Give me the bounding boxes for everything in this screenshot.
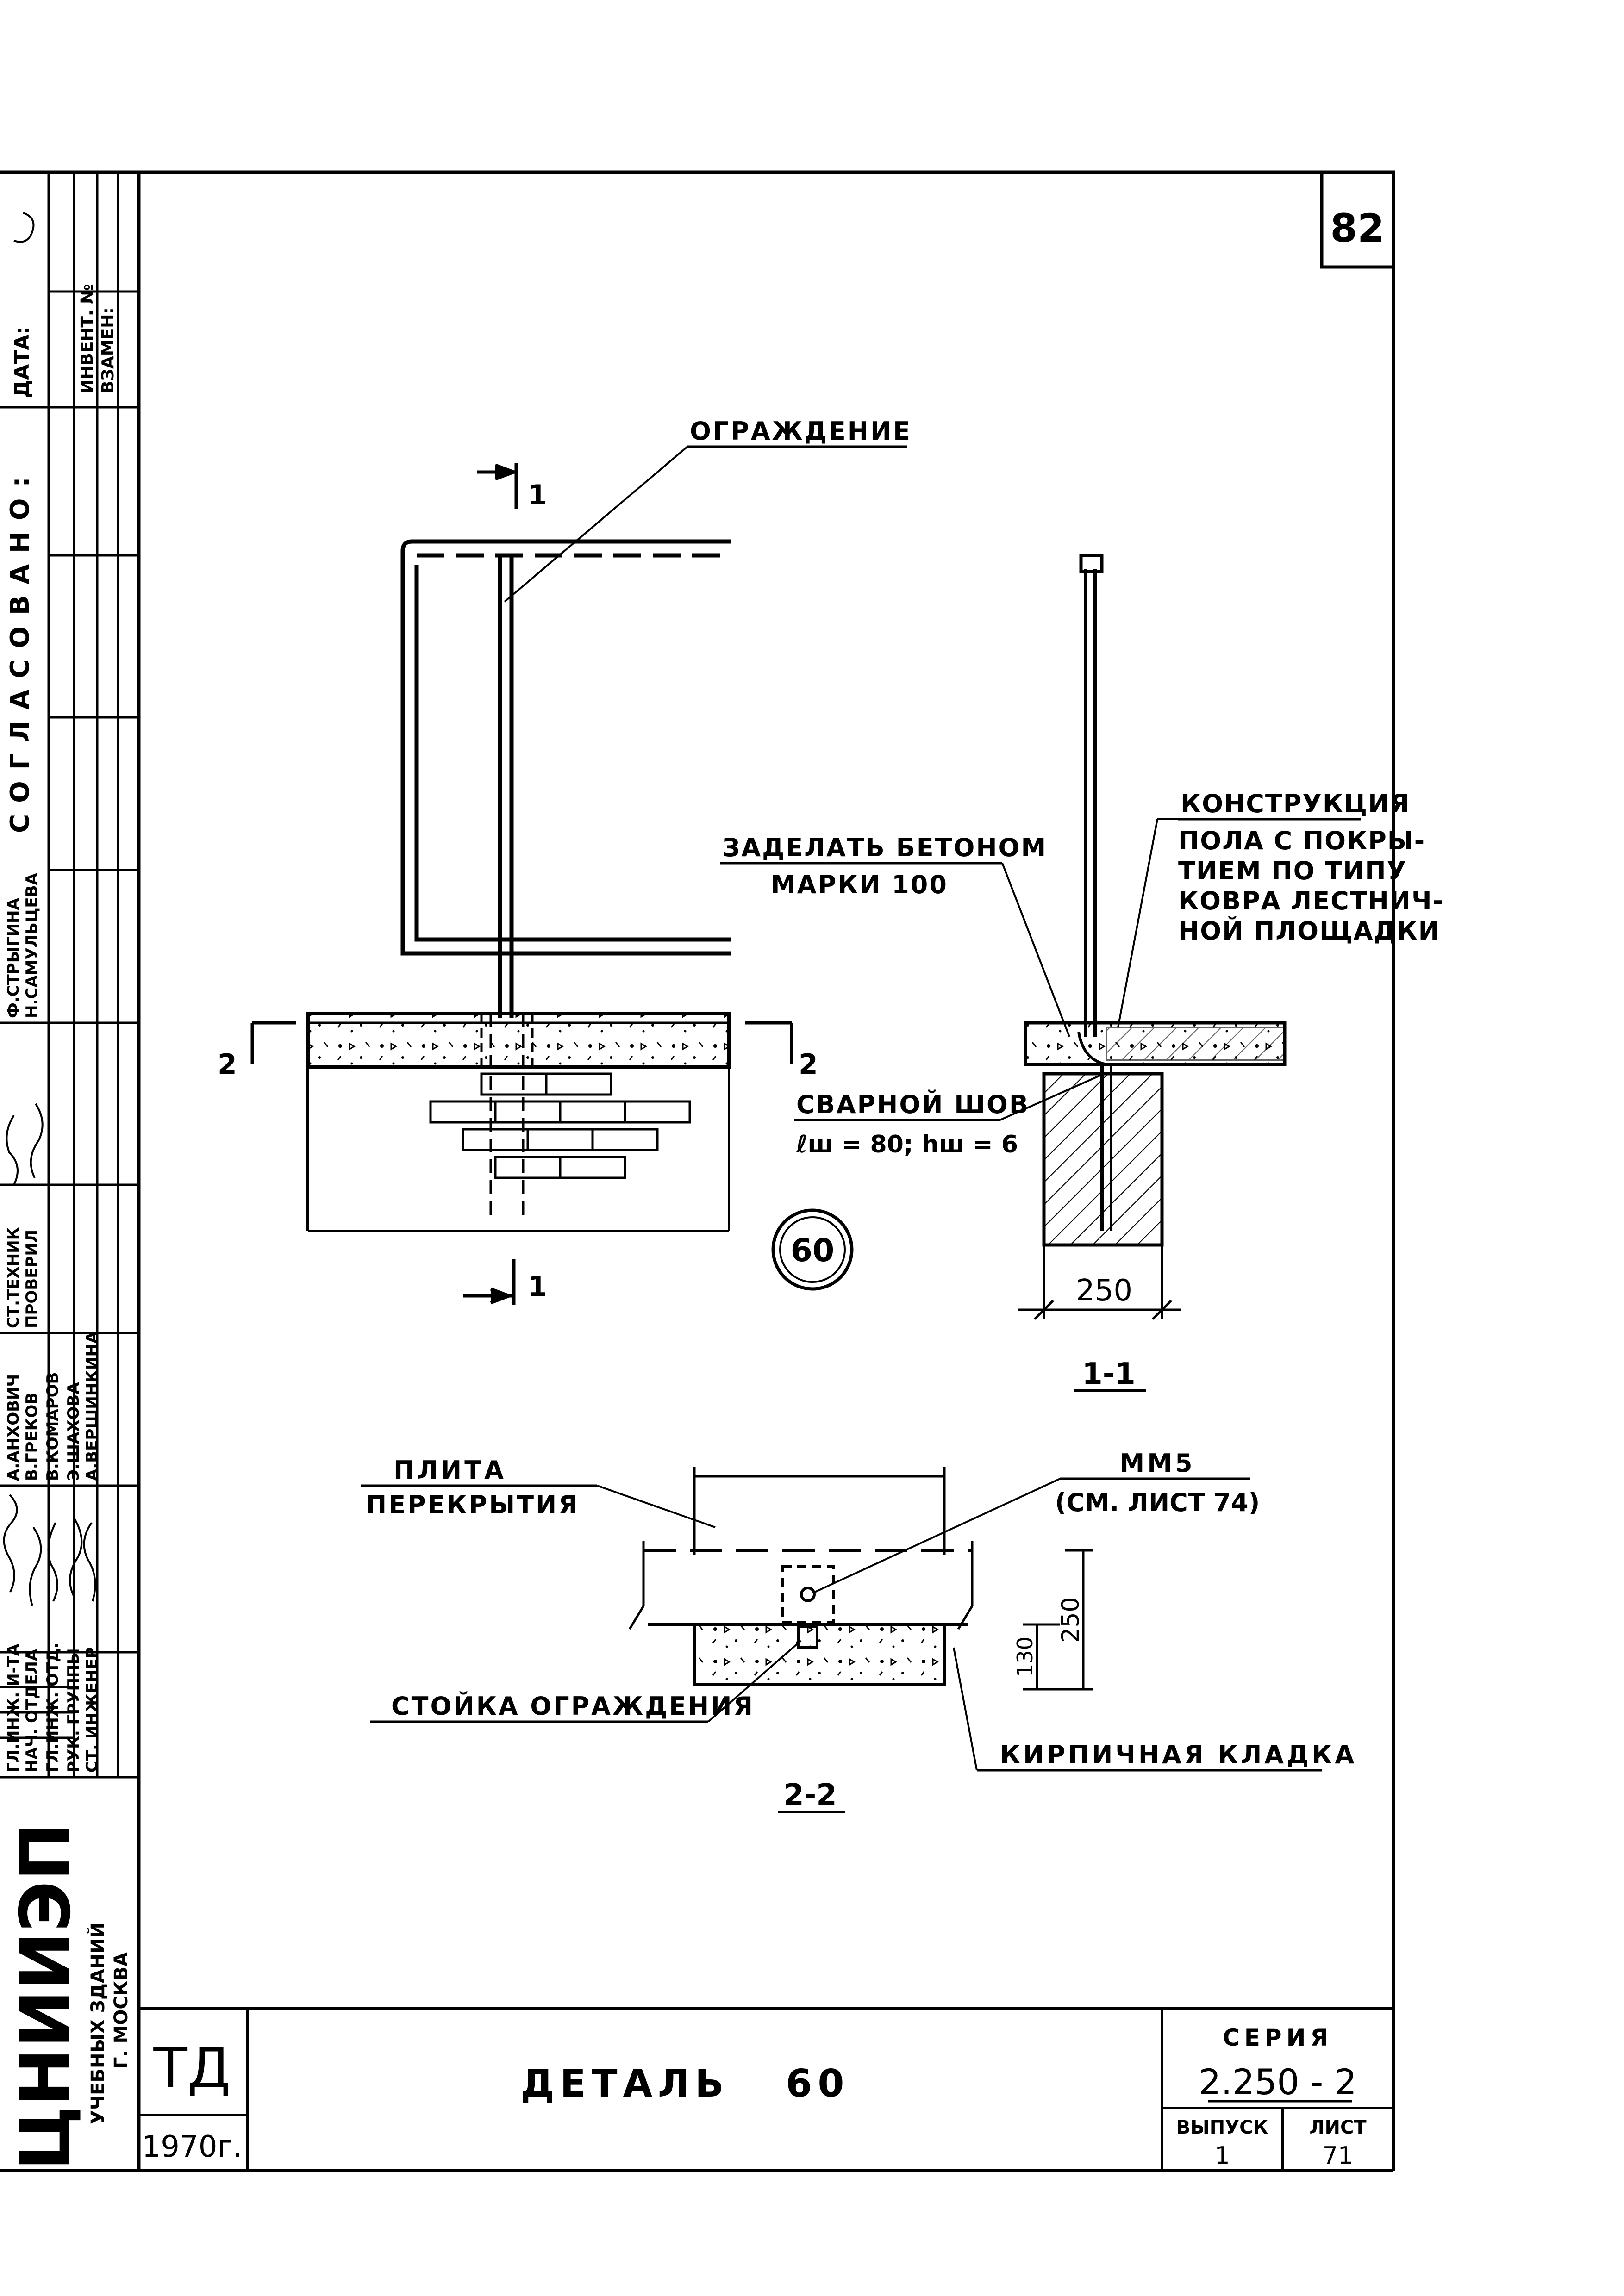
label-floor-5: НОЙ ПЛОЩАДКИ [1178, 916, 1440, 946]
dim-width-1-1: 250 [1076, 1274, 1132, 1308]
label-mm5-1: ММ5 [1119, 1449, 1195, 1478]
slab-front [306, 1012, 731, 1069]
sig-role-2: НАЧ. ОТДЕЛА [23, 1649, 41, 1773]
section-mark-2-right: 2 [799, 1048, 818, 1081]
org-line1: УЧЕБНЫХ ЗДАНИЙ [87, 1923, 109, 2124]
section-marker-2-right [745, 1021, 793, 1064]
issue-label: ВЫПУСК [1176, 2117, 1268, 2138]
label-slab-1: ПЛИТА [394, 1456, 506, 1485]
label-railing: ОГРАЖДЕНИЕ [690, 417, 912, 446]
sig-name-5: А.ВЕРШИНКИНА [83, 1331, 101, 1481]
organization-block: ЦНИИЭП УЧЕБНЫХ ЗДАНИЙ Г. МОСКВА [6, 1823, 132, 2171]
page-number-box: 82 [1320, 170, 1395, 269]
sig-role-3: ГЛ.ИНЖ. ОТД. [44, 1643, 62, 1773]
section-mark-1-bottom: 1 [528, 1270, 547, 1303]
mm5-embed [781, 1565, 835, 1624]
label-concrete-1: ЗАДЕЛАТЬ БЕТОНОМ [722, 833, 1047, 862]
label-brick: КИРПИЧНАЯ КЛАДКА [1000, 1740, 1357, 1769]
label-floor-3: ТИЕМ ПО ТИПУ [1178, 856, 1407, 885]
title-block [139, 2007, 1393, 2171]
section-2-2-title: 2-2 [783, 1778, 837, 1812]
sig-name-1: А.АНХОВИЧ [4, 1374, 23, 1481]
sig-role2-1: СТ.ТЕХНИК [4, 1227, 23, 1328]
year: 1970г. [142, 2130, 243, 2164]
org-line2: Г. МОСКВА [111, 1952, 132, 2069]
railing-top-rail [400, 551, 731, 956]
section-marker-2-left [250, 1021, 296, 1064]
series-label: СЕРИЯ [1223, 2024, 1333, 2051]
replacement-label: ВЗАМЕН: [99, 307, 118, 393]
label-floor-2: ПОЛА С ПОКРЫ- [1178, 826, 1425, 855]
list-label: ЛИСТ [1309, 2117, 1367, 2138]
section-2-2-slab [693, 1623, 946, 1686]
section-marker-1-top [477, 463, 518, 509]
section-mark-1-top: 1 [528, 479, 547, 511]
dim-1-1 [1018, 1245, 1181, 1320]
label-floor-1: КОНСТРУКЦИЯ [1181, 789, 1410, 818]
sig-name-2: В.ГРЕКОВ [23, 1393, 41, 1481]
page-number: 82 [1330, 205, 1385, 251]
section-mark-2-left: 2 [218, 1048, 237, 1081]
label-mm5-2: (СМ. ЛИСТ 74) [1055, 1488, 1260, 1517]
label-post: СТОЙКА ОГРАЖДЕНИЯ [391, 1692, 755, 1721]
section-1-1-title: 1-1 [1082, 1357, 1136, 1391]
td-mark: ТД [153, 2036, 231, 2101]
sig-name-4: Э.ШАХОВА [64, 1382, 83, 1481]
dim-2-2 [1023, 1549, 1093, 1691]
sheet-frame [0, 170, 1395, 2172]
label-weld-1: СВАРНОЙ ШОВ [796, 1090, 1030, 1119]
inventory-label: ИНВЕНТ. № [78, 284, 97, 394]
dim-250: 250 [1057, 1597, 1085, 1643]
approval-strip [0, 172, 139, 1779]
sig-name-3: В.КОМАРОВ [44, 1372, 62, 1481]
section-marker-1-bottom [463, 1259, 516, 1305]
dim-130: 130 [1012, 1636, 1037, 1677]
section-post [1084, 569, 1097, 1037]
signature-block: ГЛ.ИНЖ. И-ТА НАЧ. ОТДЕЛА ГЛ.ИНЖ. ОТД. РУ… [3, 212, 101, 1773]
label-slab-2: ПЕРЕКРЫТИЯ [366, 1490, 580, 1519]
series-number: 2.250 - 2 [1199, 2061, 1357, 2103]
sig-role-1: ГЛ.ИНЖ. И-ТА [4, 1643, 23, 1773]
issue-number: 1 [1214, 2142, 1230, 2170]
label-weld-2: ℓш = 80; hш = 6 [796, 1131, 1018, 1158]
sig-role-4: РУК. ГРУППЫ [64, 1648, 83, 1773]
approval-heading: СОГЛАСОВАНО: [5, 466, 35, 833]
detail-number: 60 [791, 1232, 835, 1269]
drawing-title: ДЕТАЛЬ 60 [521, 2062, 850, 2106]
brick-rows [429, 1072, 691, 1179]
list-number: 71 [1323, 2142, 1353, 2170]
handwritten-signatures [3, 212, 96, 1606]
org-name: ЦНИИЭП [6, 1823, 86, 2171]
sig-name2-1: Ф.СТРЫГИНА [4, 897, 23, 1018]
date-label: ДАТА: [10, 326, 34, 398]
sig-name2-2: Н.САМУЛЬЦЕВА [23, 872, 41, 1018]
detail-circle: 60 [771, 1208, 854, 1291]
sig-role2-2: ПРОВЕРИЛ [23, 1230, 41, 1328]
label-concrete-2: МАРКИ 100 [771, 870, 948, 899]
front-view [306, 539, 731, 1232]
section-2-2 [628, 1467, 974, 1686]
sig-role-5: СТ. ИНЖЕНЕР [83, 1647, 101, 1773]
label-floor-4: КОВРА ЛЕСТНИЧ- [1178, 886, 1444, 915]
